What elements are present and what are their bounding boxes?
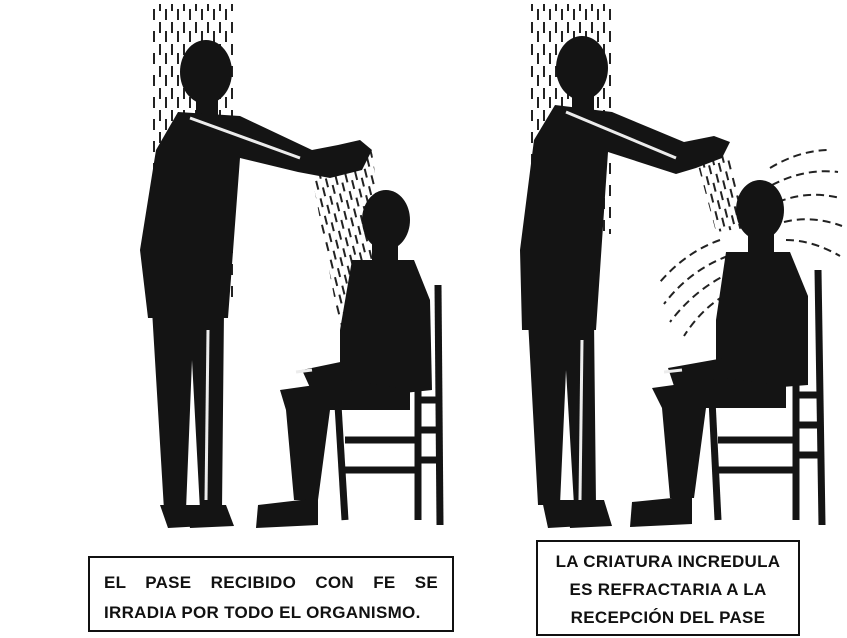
standing-man-silhouette xyxy=(520,36,730,528)
caption-right-line-1: LA CRIATURA INCREDULA xyxy=(555,552,781,571)
wooden-chair-icon xyxy=(708,269,826,526)
seated-man-silhouette xyxy=(256,190,432,528)
caption-right-line-3: RECEPCIÓN DEL PASE xyxy=(570,608,766,627)
seated-man-silhouette xyxy=(630,180,808,527)
left-panel xyxy=(140,4,444,528)
caption-right-line-2: ES REFRACTARIA A LA xyxy=(569,580,767,599)
caption-left-line-1: EL PASE RECIBIDO CON FE SE xyxy=(104,573,438,592)
caption-left-line-2: IRRADIA POR TODO EL ORGANISMO. xyxy=(104,603,421,622)
caption-right: LA CRIATURA INCREDULA ES REFRACTARIA A L… xyxy=(536,540,800,636)
right-panel xyxy=(520,4,843,528)
right-pass-stream xyxy=(696,152,746,232)
caption-left: EL PASE RECIBIDO CON FE SE IRRADIA POR T… xyxy=(88,556,454,632)
